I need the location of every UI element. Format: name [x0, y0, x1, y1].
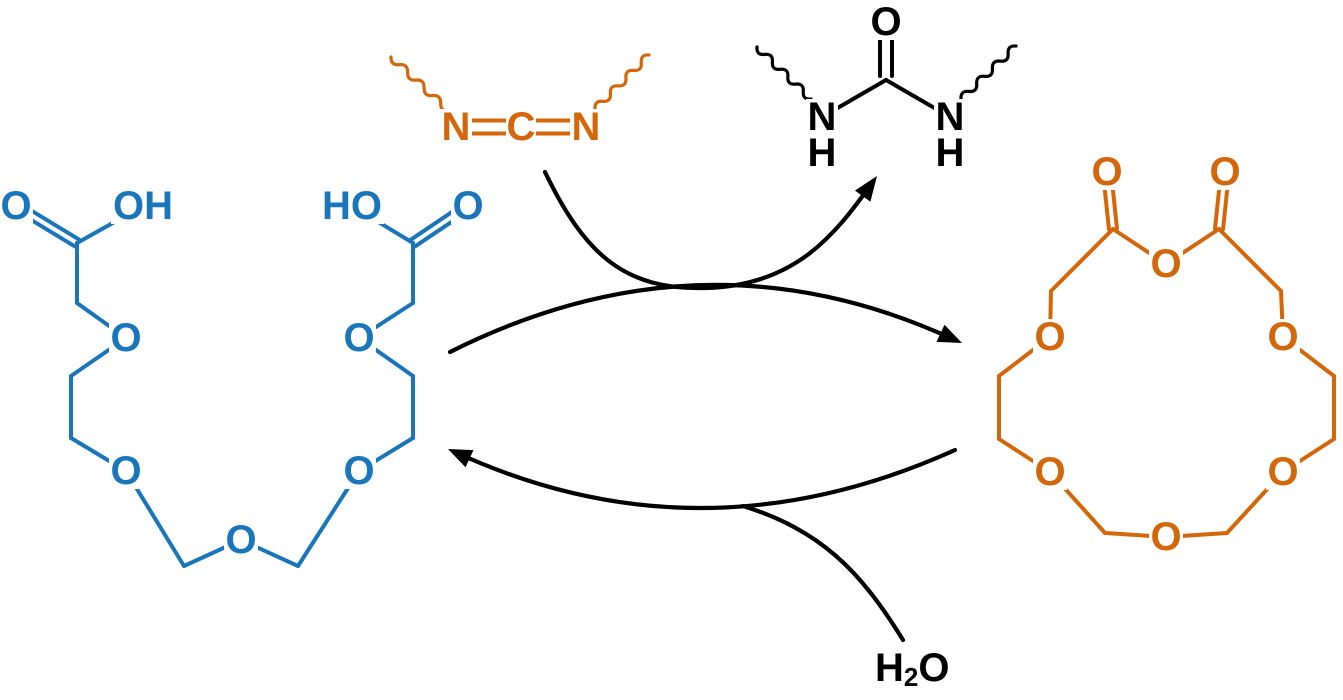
oxygen-label: O — [110, 449, 141, 493]
hydroxyl-label: OH — [113, 184, 173, 228]
oxygen-label: O — [0, 184, 31, 228]
diacid-bonds — [11, 200, 473, 568]
ether-oxygen-label: O — [342, 449, 376, 493]
carbonyl-oxygen-label: O — [1090, 150, 1124, 194]
ether-oxygen-label: O — [1266, 450, 1300, 494]
oxygen-label: O — [1034, 450, 1065, 494]
byproduct-arrowhead — [855, 176, 877, 202]
oxygen-label: O — [870, 0, 901, 44]
ether-oxygen-label: O — [109, 449, 143, 493]
oxygen-label: O — [452, 184, 483, 228]
wavy-bond — [389, 55, 451, 113]
carbonyl-oxygen-label: O — [869, 0, 903, 44]
ether-oxygen-label: O — [1266, 315, 1300, 359]
reverse-arrow — [452, 447, 958, 511]
oxygen-label: O — [110, 316, 141, 360]
forward-arrowhead — [936, 324, 962, 343]
amide-nitrogen-label: N — [934, 95, 966, 139]
nitrogen-label-group: N — [570, 105, 602, 149]
diacid-molecule: O OH O O O O O HO — [0, 184, 485, 568]
water-label: H2O — [875, 646, 949, 692]
forward-arrow — [447, 282, 958, 355]
anhydride-macrocycle: O O O O O O O O — [997, 150, 1336, 559]
water-label-group: H2O — [875, 646, 949, 692]
oxygen-label: O — [1034, 315, 1065, 359]
oxygen-label: O — [343, 449, 374, 493]
carbonyl-oxygen-label: O — [451, 184, 485, 228]
wavy-bond — [593, 53, 651, 111]
ether-oxygen-label: O — [1149, 515, 1183, 559]
oxygen-label: O — [1267, 450, 1298, 494]
amide-nitrogen-label: N — [806, 95, 838, 139]
nitrogen-label-group: N — [440, 105, 472, 149]
carbonyl-oxygen-label: O — [0, 184, 33, 228]
wavy-bond — [959, 44, 1018, 101]
oxygen-label: O — [1091, 150, 1122, 194]
reverse-arrowhead — [448, 449, 474, 468]
ether-oxygen-label: O — [224, 518, 258, 562]
hydroxyl-label: HO — [320, 184, 384, 228]
oxygen-label: O — [1150, 515, 1181, 559]
nitrogen-label: N — [808, 95, 837, 139]
oxygen-label: O — [343, 316, 374, 360]
reagent-to-byproduct-curve — [542, 169, 875, 291]
nitrogen-label: N — [572, 105, 601, 149]
amide-hydrogen-label: H — [936, 131, 965, 175]
wavy-bond — [755, 45, 813, 101]
ether-oxygen-label: O — [109, 316, 143, 360]
oxygen-label: O — [1150, 242, 1181, 286]
hydroxyl-rev-label: HO — [322, 184, 382, 228]
carbodiimide-molecule: N C N — [389, 53, 651, 149]
carbon-label-group: C — [506, 105, 536, 149]
ether-oxygen-label: O — [1033, 315, 1067, 359]
urea-molecule: O N H N H — [755, 0, 1018, 175]
water-curve — [740, 503, 906, 643]
ether-oxygen-label: O — [1033, 450, 1067, 494]
amide-hydrogen-label: H — [808, 131, 837, 175]
hydrogen-label: H — [808, 131, 837, 175]
carbonyl-oxygen-label: O — [1208, 150, 1242, 194]
oxygen-label: O — [225, 518, 256, 562]
carbon-label: C — [507, 105, 536, 149]
hydrogen-label: H — [936, 131, 965, 175]
hydroxyl-label: OH — [111, 184, 175, 228]
oxygen-label: O — [1267, 315, 1298, 359]
nitrogen-label: N — [442, 105, 471, 149]
oxygen-label: O — [1209, 150, 1240, 194]
anhydride-oxygen-label: O — [1149, 242, 1183, 286]
reaction-arrows — [447, 169, 962, 643]
nitrogen-label: N — [936, 95, 965, 139]
ether-oxygen-label: O — [342, 316, 376, 360]
